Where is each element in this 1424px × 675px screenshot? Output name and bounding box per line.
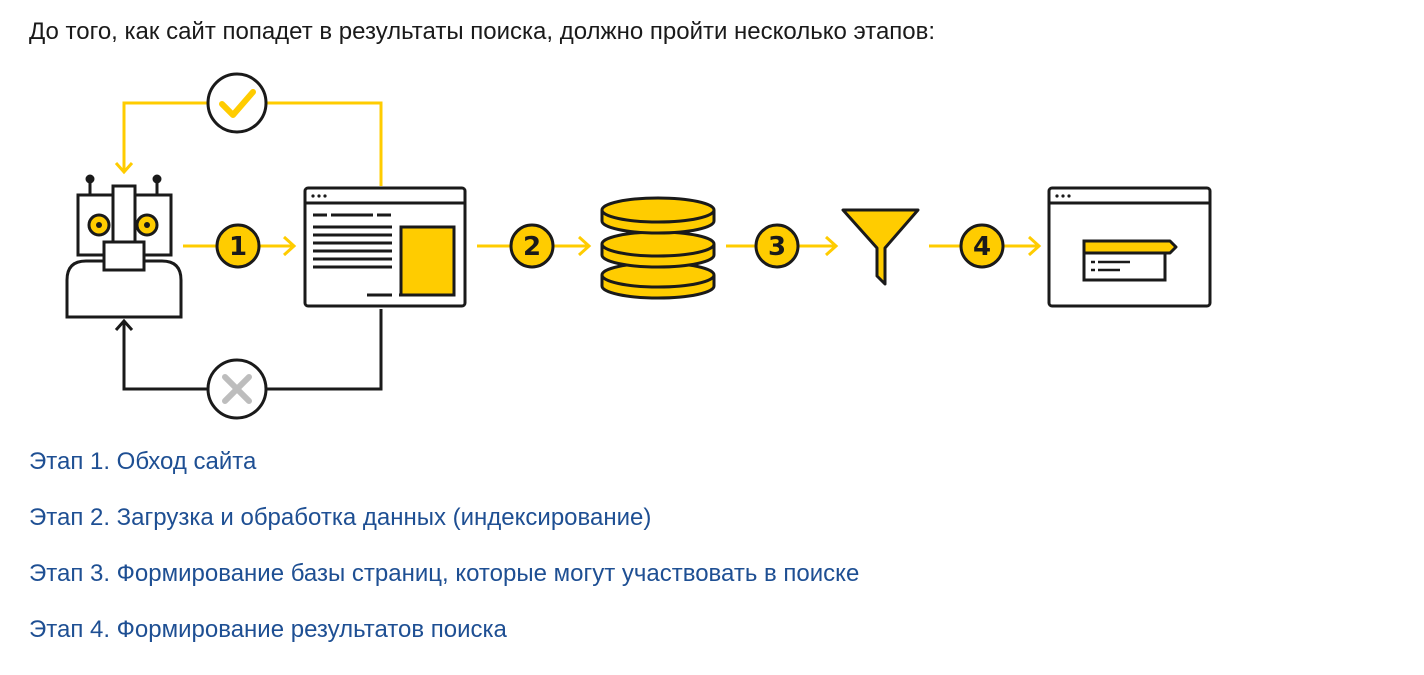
search-result-icon (1047, 186, 1212, 308)
step-number-2: 2 (523, 232, 541, 262)
step-connector-2: 2 (477, 223, 592, 269)
step-badge-4 (959, 223, 1005, 269)
stage-item: Этап 4. Формирование результатов поиска (29, 614, 859, 645)
stage-link-3[interactable]: Этап 3. Формирование базы страниц, котор… (29, 560, 860, 587)
stage-link-1[interactable]: Этап 1. Обход сайта (29, 448, 257, 475)
stage-item: Этап 3. Формирование базы страниц, котор… (29, 558, 859, 589)
database-icon (600, 196, 716, 300)
stage-link-2[interactable]: Этап 2. Загрузка и обработка данных (инд… (29, 504, 652, 531)
step-number-4: 4 (973, 232, 991, 262)
step-connector-4: 4 (929, 223, 1042, 269)
step-badge-3 (754, 223, 800, 269)
step-number-3: 3 (768, 232, 786, 262)
intro-text: До того, как сайт попадет в результаты п… (29, 18, 936, 45)
funnel-icon (841, 208, 920, 286)
indexing-diagram: 1 2 3 4 (65, 72, 1212, 420)
stage-item: Этап 1. Обход сайта (29, 446, 859, 477)
stage-item: Этап 2. Загрузка и обработка данных (инд… (29, 502, 859, 533)
check-icon (206, 72, 268, 134)
step-connector-1: 1 (183, 223, 297, 269)
stage-link-4[interactable]: Этап 4. Формирование результатов поиска (29, 616, 507, 643)
cross-icon (206, 358, 268, 420)
step-connector-3: 3 (726, 223, 839, 269)
reject-loop (114, 309, 383, 420)
webpage-icon (303, 186, 467, 308)
step-number-1: 1 (229, 232, 247, 262)
step-badge-1 (215, 223, 261, 269)
step-badge-2 (509, 223, 555, 269)
robot-icon (65, 174, 183, 319)
stage-list: Этап 1. Обход сайта Этап 2. Загрузка и о… (29, 446, 859, 670)
accept-loop (114, 72, 383, 186)
